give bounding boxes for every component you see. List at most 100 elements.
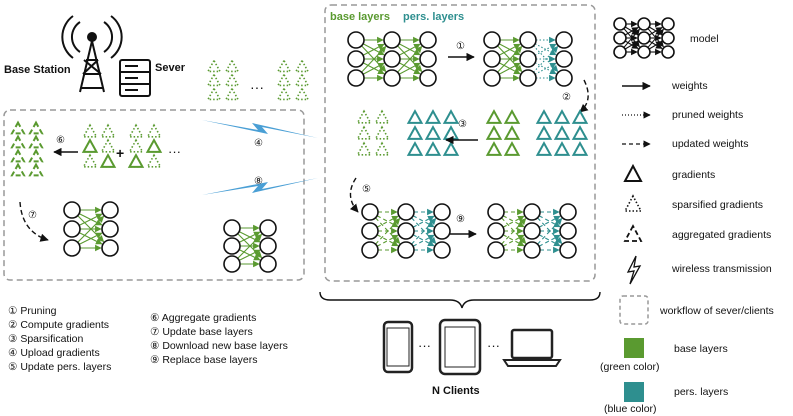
gradient-triangle (374, 109, 390, 124)
ellipsis: ··· (487, 338, 500, 353)
neuron-node (487, 241, 505, 259)
lightning-icon (626, 255, 642, 285)
weight-edge (538, 215, 561, 228)
weight-edge (398, 43, 421, 56)
server-icon (119, 59, 151, 97)
client-model-replaced (487, 203, 577, 259)
gradient-triangle (406, 141, 424, 156)
gradient-triangle (224, 72, 240, 87)
neuron-node (523, 241, 541, 259)
weight-edge (537, 218, 563, 245)
weight-edge (238, 249, 261, 261)
step1-marker: ① (456, 41, 465, 52)
laptop-icon (502, 328, 562, 367)
weight-edge (498, 43, 521, 56)
client-model-initial (347, 31, 437, 87)
neuron-node (519, 69, 537, 87)
weight-edge (502, 234, 525, 247)
gradient-triangle (424, 109, 442, 124)
weight-edge (534, 62, 557, 75)
weight-edge (397, 46, 423, 73)
server-base-model (63, 201, 119, 257)
gradient-triangle (10, 134, 26, 149)
weight-edge (362, 62, 385, 75)
gradient-triangle (535, 125, 553, 140)
legend-workflow: workflow of sever/clients (659, 305, 774, 317)
weight-edge (376, 234, 399, 247)
weight-edge (398, 62, 421, 75)
neuron-node (559, 241, 577, 259)
weight-edge (502, 234, 525, 247)
neuron-node (483, 69, 501, 87)
lightning-icon (202, 120, 318, 138)
arrow-step7 (19, 201, 49, 242)
weight-edge (538, 234, 561, 247)
neuron-node (433, 203, 451, 221)
gradient-triangle (81, 138, 99, 153)
neuron-node (637, 17, 651, 31)
weight-edge (648, 41, 663, 50)
client-model-updated (361, 203, 451, 259)
legend-wireless: wireless transmission (671, 263, 772, 275)
weight-edge (624, 41, 639, 50)
ellipsis: ··· (250, 79, 264, 95)
arrow-step5 (349, 177, 359, 213)
gradient-triangle (224, 86, 240, 101)
neuron-node (397, 203, 415, 221)
weight-edge (623, 28, 640, 48)
step9-marker: ⑨ (456, 214, 465, 225)
phone-icon (382, 320, 414, 374)
neuron-node (555, 31, 573, 49)
server-workflow-box (3, 109, 305, 281)
weight-edge (534, 43, 557, 56)
gradient-triangle (206, 72, 222, 87)
neuron-node (419, 69, 437, 87)
gradient-triangle (356, 125, 372, 140)
weight-edge (538, 234, 561, 247)
gradient-triangle (224, 58, 240, 73)
gradient-triangle (206, 86, 222, 101)
weight-edge (376, 215, 399, 228)
neuron-node (519, 31, 537, 49)
legend-aggregated: aggregated gradients (672, 229, 771, 241)
gradient-triangle (424, 141, 442, 156)
arrow-step2 (579, 79, 589, 113)
antenna-tower-icon (61, 15, 123, 93)
gradient-triangle (276, 58, 292, 73)
downloaded-base-model (223, 219, 277, 273)
neuron-node (63, 239, 81, 257)
gradient-triangle (571, 141, 589, 156)
neuron-node (483, 50, 501, 68)
gradient-triangle (82, 123, 98, 138)
neuron-node (63, 201, 81, 219)
step-list-item: ① Pruning (8, 305, 57, 317)
neuron-node (637, 31, 651, 45)
gradient-triangle (553, 125, 571, 140)
step-list-item: ③ Sparsification (8, 333, 84, 345)
neuron-node (259, 237, 277, 255)
ellipsis: ··· (168, 144, 181, 159)
gradient-triangle (485, 125, 503, 140)
step2-marker: ② (562, 92, 571, 103)
step4-marker: ④ (254, 138, 263, 149)
gradient-sum-group (81, 123, 163, 168)
legend-sparse: sparsified gradients (672, 199, 763, 211)
neuron-node (63, 220, 81, 238)
gradient-triangle (503, 109, 521, 124)
weight-edge (412, 234, 435, 247)
legend-base-layers: base layers (674, 343, 728, 355)
neuron-node (101, 220, 119, 238)
step-list-item: ⑧ Download new base layers (150, 340, 288, 352)
gradient-triangle (535, 109, 553, 124)
gradient-triangle (485, 109, 503, 124)
clients-brace (319, 291, 601, 309)
gradient-triangle (294, 86, 310, 101)
gradient-triangle (442, 141, 460, 156)
gradient-triangle (294, 58, 310, 73)
legend-workflow-box (619, 295, 649, 325)
gradient-triangle (356, 109, 372, 124)
base-layers-label: base layers (330, 11, 390, 23)
weight-edge (412, 234, 435, 247)
step7-marker: ⑦ (28, 210, 37, 221)
